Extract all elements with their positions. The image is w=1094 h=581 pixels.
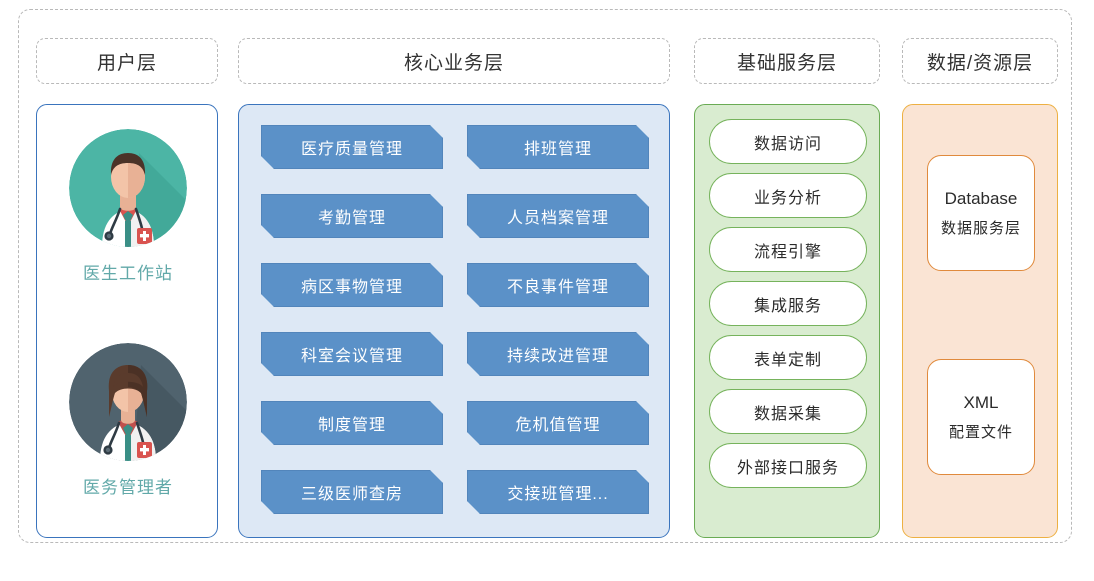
module-chip[interactable]: 危机值管理 [467,401,649,445]
resource-subtitle: 配置文件 [948,423,1013,441]
female-doctor-avatar-icon [69,343,187,461]
layer-title-band: 用户层 核心业务层 基础服务层 数据/资源层 [0,0,1094,92]
module-chip[interactable]: 考勤管理 [261,194,443,238]
module-chip[interactable]: 交接班管理... [467,470,649,514]
module-chip[interactable]: 人员档案管理 [467,194,649,238]
male-doctor-avatar-icon [69,129,187,247]
resource-subtitle: 数据服务层 [940,219,1021,237]
service-pill[interactable]: 数据采集 [709,389,867,434]
user-layer-panel: 医生工作站 [36,104,218,538]
module-grid: 医疗质量管理 排班管理 考勤管理 人员档案管理 病区事物管理 不良事件管理 科室… [261,125,649,514]
service-list: 数据访问 业务分析 流程引擎 集成服务 表单定制 数据采集 外部接口服务 [709,119,867,488]
module-chip[interactable]: 科室会议管理 [261,332,443,376]
core-business-layer-panel: 医疗质量管理 排班管理 考勤管理 人员档案管理 病区事物管理 不良事件管理 科室… [238,104,670,538]
service-pill[interactable]: 外部接口服务 [709,443,867,488]
service-pill[interactable]: 表单定制 [709,335,867,380]
module-chip[interactable]: 排班管理 [467,125,649,169]
layer-title-data-resource: 数据/资源层 [902,38,1058,84]
service-pill[interactable]: 业务分析 [709,173,867,218]
layer-title-basic-service: 基础服务层 [694,38,880,84]
module-chip[interactable]: 病区事物管理 [261,263,443,307]
module-chip[interactable]: 制度管理 [261,401,443,445]
outer-dashed-frame [18,9,1072,543]
persona-label-doctor: 医生工作站 [83,264,173,283]
layer-title-core-business: 核心业务层 [238,38,670,84]
module-chip[interactable]: 不良事件管理 [467,263,649,307]
basic-service-layer-panel: 数据访问 业务分析 流程引擎 集成服务 表单定制 数据采集 外部接口服务 [694,104,880,538]
persona-label-manager: 医务管理者 [83,478,173,497]
layer-title-user: 用户层 [36,38,218,84]
service-pill[interactable]: 数据访问 [709,119,867,164]
service-pill[interactable]: 集成服务 [709,281,867,326]
module-chip[interactable]: 三级医师查房 [261,470,443,514]
module-chip[interactable]: 医疗质量管理 [261,125,443,169]
persona-doctor[interactable]: 医生工作站 [37,129,219,284]
persona-manager[interactable]: 医务管理者 [37,343,219,498]
resource-title: XML [963,392,999,412]
module-chip[interactable]: 持续改进管理 [467,332,649,376]
resource-title: Database [944,188,1018,208]
resource-card-database[interactable]: Database 数据服务层 [927,155,1035,271]
resource-card-xml[interactable]: XML 配置文件 [927,359,1035,475]
service-pill[interactable]: 流程引擎 [709,227,867,272]
data-resource-layer-panel: Database 数据服务层 XML 配置文件 [902,104,1058,538]
